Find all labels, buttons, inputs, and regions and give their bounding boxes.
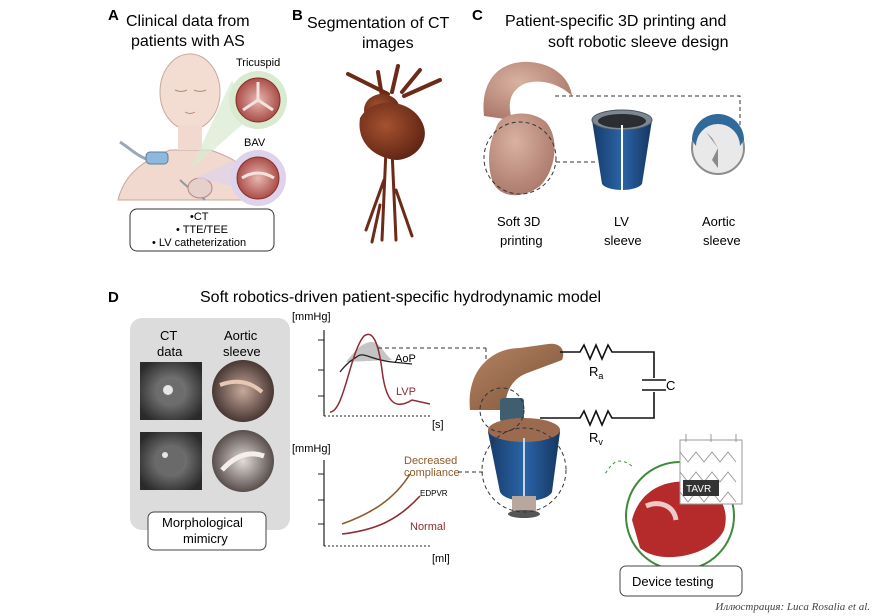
normal-curve <box>341 495 421 535</box>
device-testing-box <box>619 565 743 597</box>
panel-d: D Soft robotics-driven patient-specific … <box>108 289 743 597</box>
c-item-soft-3d-line1: Soft 3D <box>497 214 540 229</box>
tavr-label: TAVR <box>686 484 711 495</box>
panel-b-letter: B <box>292 7 303 24</box>
pv-plot-xlabel: [ml] <box>432 553 450 565</box>
panel-a-title-line1: Clinical data from <box>126 13 250 30</box>
modalities-box <box>129 208 275 252</box>
modality-tte-tee: • TTE/TEE <box>176 224 228 236</box>
modality-ct: •CT <box>190 211 209 223</box>
hydrodynamic-model-illustration <box>469 343 564 518</box>
c-item-aortic-line1: Aortic <box>702 214 736 229</box>
decreased-compliance-curve <box>341 473 411 525</box>
device-testing-label: Device testing <box>632 574 714 589</box>
decreased-label-line1: Decreased <box>404 455 457 467</box>
tavr-label-bg <box>683 480 719 496</box>
lvp-curve <box>329 333 431 413</box>
segmented-heart-illustration <box>346 64 442 244</box>
aop-curve <box>339 354 413 373</box>
bav-label: BAV <box>244 137 266 149</box>
panel-a-letter: A <box>108 7 119 24</box>
col-aortic-line2: sleeve <box>223 344 261 359</box>
edpvr-label: EDPVR <box>420 489 448 498</box>
c-item-aortic-line2: sleeve <box>703 233 741 248</box>
mimicry-label-box <box>147 511 267 551</box>
ultrasound-probe-icon <box>119 140 169 165</box>
aop-label: AoP <box>395 353 416 365</box>
valve-highlight-circle <box>479 387 525 433</box>
windkessel-circuit <box>540 342 666 428</box>
mimicry-line2: mimicry <box>183 531 228 546</box>
pressure-volume-plot: [mmHg] [ml] Decreased compliance EDPVR N… <box>292 443 484 565</box>
pressure-plot-xlabel: [s] <box>432 419 444 431</box>
panel-a-title-line2: patients with AS <box>131 33 245 50</box>
device-testing-arrow <box>603 460 633 477</box>
panel-c: C Patient-specific 3D printing and soft … <box>472 7 745 248</box>
c-connector-lines <box>555 95 741 163</box>
bav-valve-icon <box>230 150 286 206</box>
ra-label: Ra <box>589 364 603 381</box>
mimicry-line1: Morphological <box>162 515 243 530</box>
c-item-lv-line2: sleeve <box>604 233 642 248</box>
lv-sleeve-illustration <box>591 109 653 190</box>
c-item-soft-3d-line2: printing <box>500 233 543 248</box>
pressure-time-plot: [mmHg] [s] AoP LVP <box>292 311 487 431</box>
col-aortic-line1: Aortic <box>224 328 258 343</box>
tricuspid-valve-icon <box>229 71 287 129</box>
soft-print-highlight-circle <box>483 121 557 195</box>
panel-c-title-line2: soft robotic sleeve design <box>548 34 729 51</box>
tricuspid-label: Tricuspid <box>236 57 280 69</box>
mimicry-panel <box>130 318 290 530</box>
pressure-plot-ylabel: [mmHg] <box>292 311 331 323</box>
c-item-lv-line1: LV <box>614 214 629 229</box>
aortic-sleeve-illustration <box>691 114 745 175</box>
soft-3d-printed-heart <box>483 61 572 196</box>
endoscopy-image-top <box>212 360 274 422</box>
panel-c-letter: C <box>472 7 483 24</box>
panel-b-title-line1: Segmentation of CT <box>307 15 450 32</box>
panel-a: A Clinical data from patients with AS Tr… <box>108 7 287 252</box>
endoscopy-image-bottom <box>212 430 274 492</box>
lv-highlight-circle <box>481 427 567 513</box>
modality-lv-catheterization: • LV catheterization <box>152 237 246 249</box>
capacitor-label: C <box>666 378 675 393</box>
panel-d-letter: D <box>108 289 119 306</box>
panel-b-title-line2: images <box>362 35 414 52</box>
panel-d-title: Soft robotics-driven patient-specific hy… <box>200 289 601 306</box>
col-ct-line1: CT <box>160 328 177 343</box>
normal-label: Normal <box>410 521 445 533</box>
panel-c-title-line1: Patient-specific 3D printing and <box>505 13 726 30</box>
col-ct-line2: data <box>157 344 183 359</box>
panel-b: B Segmentation of CT images <box>292 7 450 244</box>
image-credit: Иллюстрация: Luca Rosalia et al. <box>714 601 870 613</box>
decreased-label-line2: compliance <box>404 467 460 479</box>
catheter-icon <box>179 177 213 201</box>
lvp-label: LVP <box>396 386 416 398</box>
pv-plot-ylabel: [mmHg] <box>292 443 331 455</box>
rv-label: Rv <box>589 430 603 447</box>
